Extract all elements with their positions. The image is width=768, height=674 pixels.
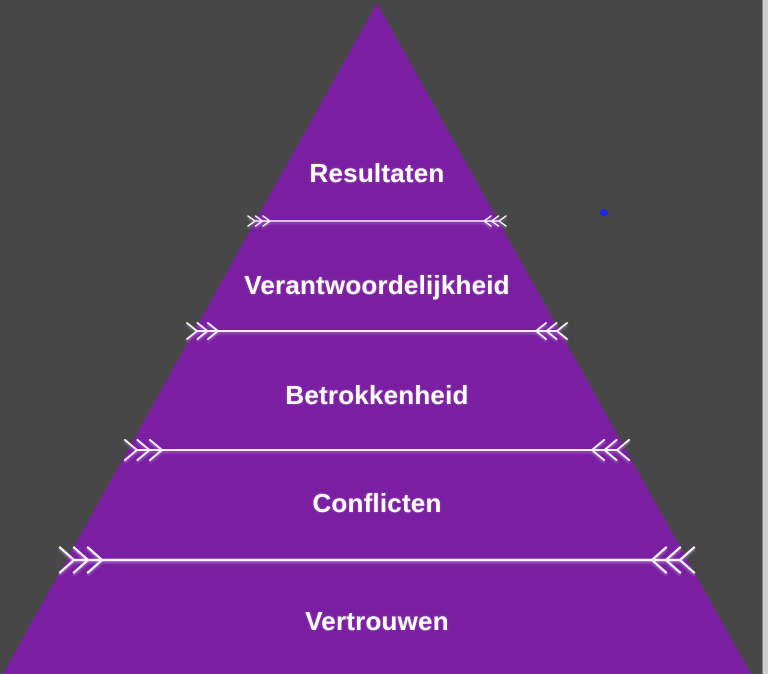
scrollbar-track[interactable] — [762, 0, 768, 674]
collaborator-cursor-dot — [600, 209, 608, 216]
pyramid-triangle-icon — [3, 3, 751, 674]
